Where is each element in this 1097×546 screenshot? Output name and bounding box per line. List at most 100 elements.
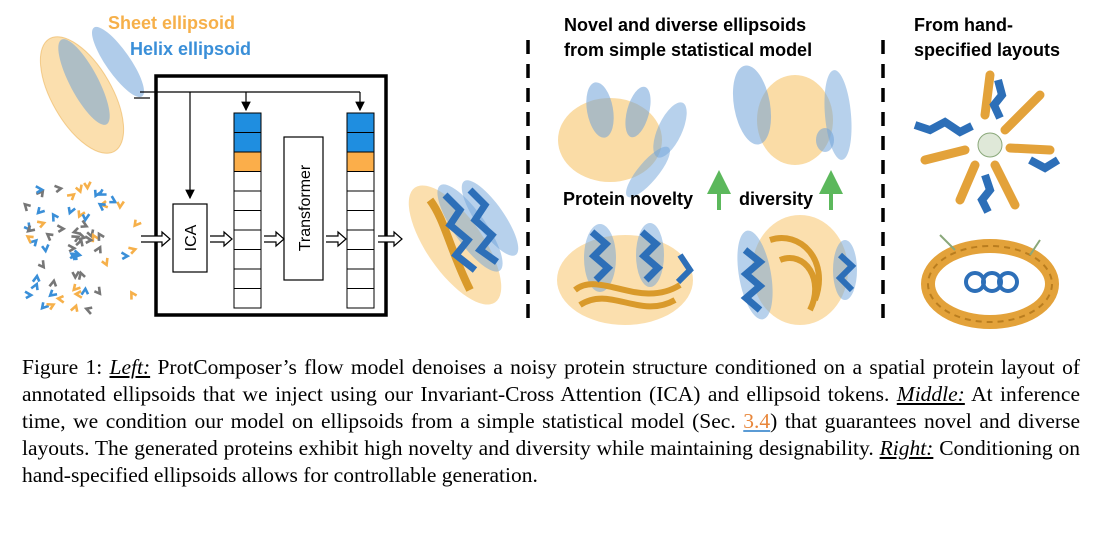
- residue-glyph: [36, 206, 46, 215]
- flow-arrows: [141, 230, 403, 248]
- sheet-ellipsoid-label: Sheet ellipsoid: [108, 13, 235, 33]
- figure-1-illustration: Sheet ellipsoid Helix ellipsoid ICA Tran…: [23, 13, 1061, 329]
- residue-glyph: [69, 251, 78, 261]
- model-box: [154, 74, 388, 317]
- residue-glyph: [83, 306, 93, 315]
- residue-glyph: [81, 213, 91, 223]
- token-cell: [233, 288, 262, 309]
- residue-glyph: [91, 232, 99, 243]
- residue-glyph: [80, 286, 90, 296]
- residue-glyph: [67, 206, 77, 216]
- residue-glyph: [97, 202, 106, 212]
- residue-glyph: [101, 257, 109, 268]
- token-cell: [233, 190, 262, 211]
- right-title-line2: specified layouts: [914, 40, 1060, 60]
- residue-glyph: [37, 260, 46, 270]
- input-ellipsoids: [39, 26, 145, 154]
- token-cell: [233, 171, 262, 192]
- token-cell: [346, 151, 375, 172]
- right-title-line1: From hand-: [914, 15, 1013, 35]
- left-panel: Sheet ellipsoid Helix ellipsoid ICA Tran…: [23, 13, 519, 317]
- protein-novelty-label: Protein novelty: [563, 189, 693, 209]
- residue-glyph: [71, 270, 81, 280]
- residue-glyph: [77, 270, 86, 280]
- residue-glyph: [55, 294, 65, 304]
- token-cell: [346, 171, 375, 192]
- residue-glyph: [26, 225, 36, 233]
- right-heading: Right:: [879, 436, 934, 460]
- residue-glyph: [109, 195, 118, 204]
- residue-glyph: [80, 219, 89, 229]
- conditioning-lines: [134, 91, 365, 200]
- token-cell: [346, 112, 375, 133]
- residue-glyph: [78, 231, 87, 241]
- transformer-block: [283, 136, 324, 281]
- token-cell: [233, 268, 262, 289]
- token-cell: [233, 151, 262, 172]
- residue-glyph: [120, 251, 131, 261]
- residue-glyph: [54, 184, 64, 194]
- sampled-layout-2: [732, 65, 852, 165]
- right-panel: From hand- specified layouts: [913, 15, 1061, 329]
- diversity-label: diversity: [739, 189, 813, 209]
- figure-caption: Figure 1: Left: ProtComposer’s flow mode…: [22, 354, 1080, 489]
- residue-glyph: [46, 302, 56, 311]
- transformer-label: Transformer: [297, 164, 314, 251]
- residue-glyph: [130, 290, 138, 300]
- residue-glyph: [93, 245, 102, 254]
- residue-glyph: [73, 290, 83, 299]
- residue-glyph: [36, 220, 47, 229]
- residue-glyph: [74, 184, 83, 194]
- left-text: ProtComposer’s flow model denoises a noi…: [22, 355, 1081, 406]
- token-cell: [346, 288, 375, 309]
- left-heading: Left:: [109, 355, 151, 379]
- residue-glyph: [83, 181, 92, 191]
- section-link[interactable]: 3.4: [743, 409, 771, 433]
- residue-glyph: [71, 226, 81, 236]
- right-text: Conditioning on hand-specified ellipsoid…: [22, 436, 1081, 487]
- pinwheel-protein: [913, 70, 1061, 214]
- residue-glyph: [31, 273, 41, 283]
- residue-glyph: [93, 189, 103, 199]
- middle-title-line1: Novel and diverse ellipsoids: [564, 15, 806, 35]
- token-cell: [346, 210, 375, 231]
- residue-glyph: [71, 235, 81, 243]
- token-cell: [233, 229, 262, 250]
- residue-glyph: [97, 231, 105, 241]
- generated-protein-2: [737, 215, 857, 325]
- figure-label: Figure 1:: [22, 355, 103, 379]
- residue-glyph: [48, 289, 58, 298]
- token-column-2: [346, 112, 375, 309]
- residue-glyph: [56, 224, 67, 233]
- residue-glyph: [77, 210, 86, 219]
- token-cell: [346, 229, 375, 250]
- residue-glyph: [40, 302, 50, 311]
- token-cell: [346, 268, 375, 289]
- residue-glyph: [128, 246, 138, 255]
- residue-glyph: [25, 235, 34, 244]
- residue-glyph: [84, 235, 94, 245]
- middle-text-b: ) that guarantees novel and diverse layo…: [22, 409, 1081, 460]
- residue-glyph: [30, 281, 39, 291]
- noisy-protein-cloud: [23, 181, 142, 315]
- residue-glyph: [48, 278, 58, 288]
- residue-glyph: [29, 238, 39, 247]
- residue-glyph: [67, 243, 77, 253]
- middle-text-a: At inference time, we condition our mode…: [22, 382, 1081, 433]
- residue-glyph: [51, 212, 60, 222]
- token-cell: [233, 210, 262, 231]
- residue-glyph: [133, 219, 142, 228]
- middle-heading: Middle:: [896, 382, 965, 406]
- residue-glyph: [66, 192, 76, 201]
- residue-glyph: [24, 290, 34, 300]
- residue-glyph: [69, 303, 79, 313]
- output-protein: [408, 180, 519, 305]
- residue-glyph: [93, 286, 102, 296]
- residue-glyph: [75, 238, 84, 247]
- generated-protein-1: [557, 223, 694, 325]
- token-cell: [346, 249, 375, 270]
- token-column-1: [233, 112, 262, 309]
- ica-block: [172, 203, 208, 273]
- residue-glyph: [86, 229, 95, 239]
- middle-title-line2: from simple statistical model: [564, 40, 812, 60]
